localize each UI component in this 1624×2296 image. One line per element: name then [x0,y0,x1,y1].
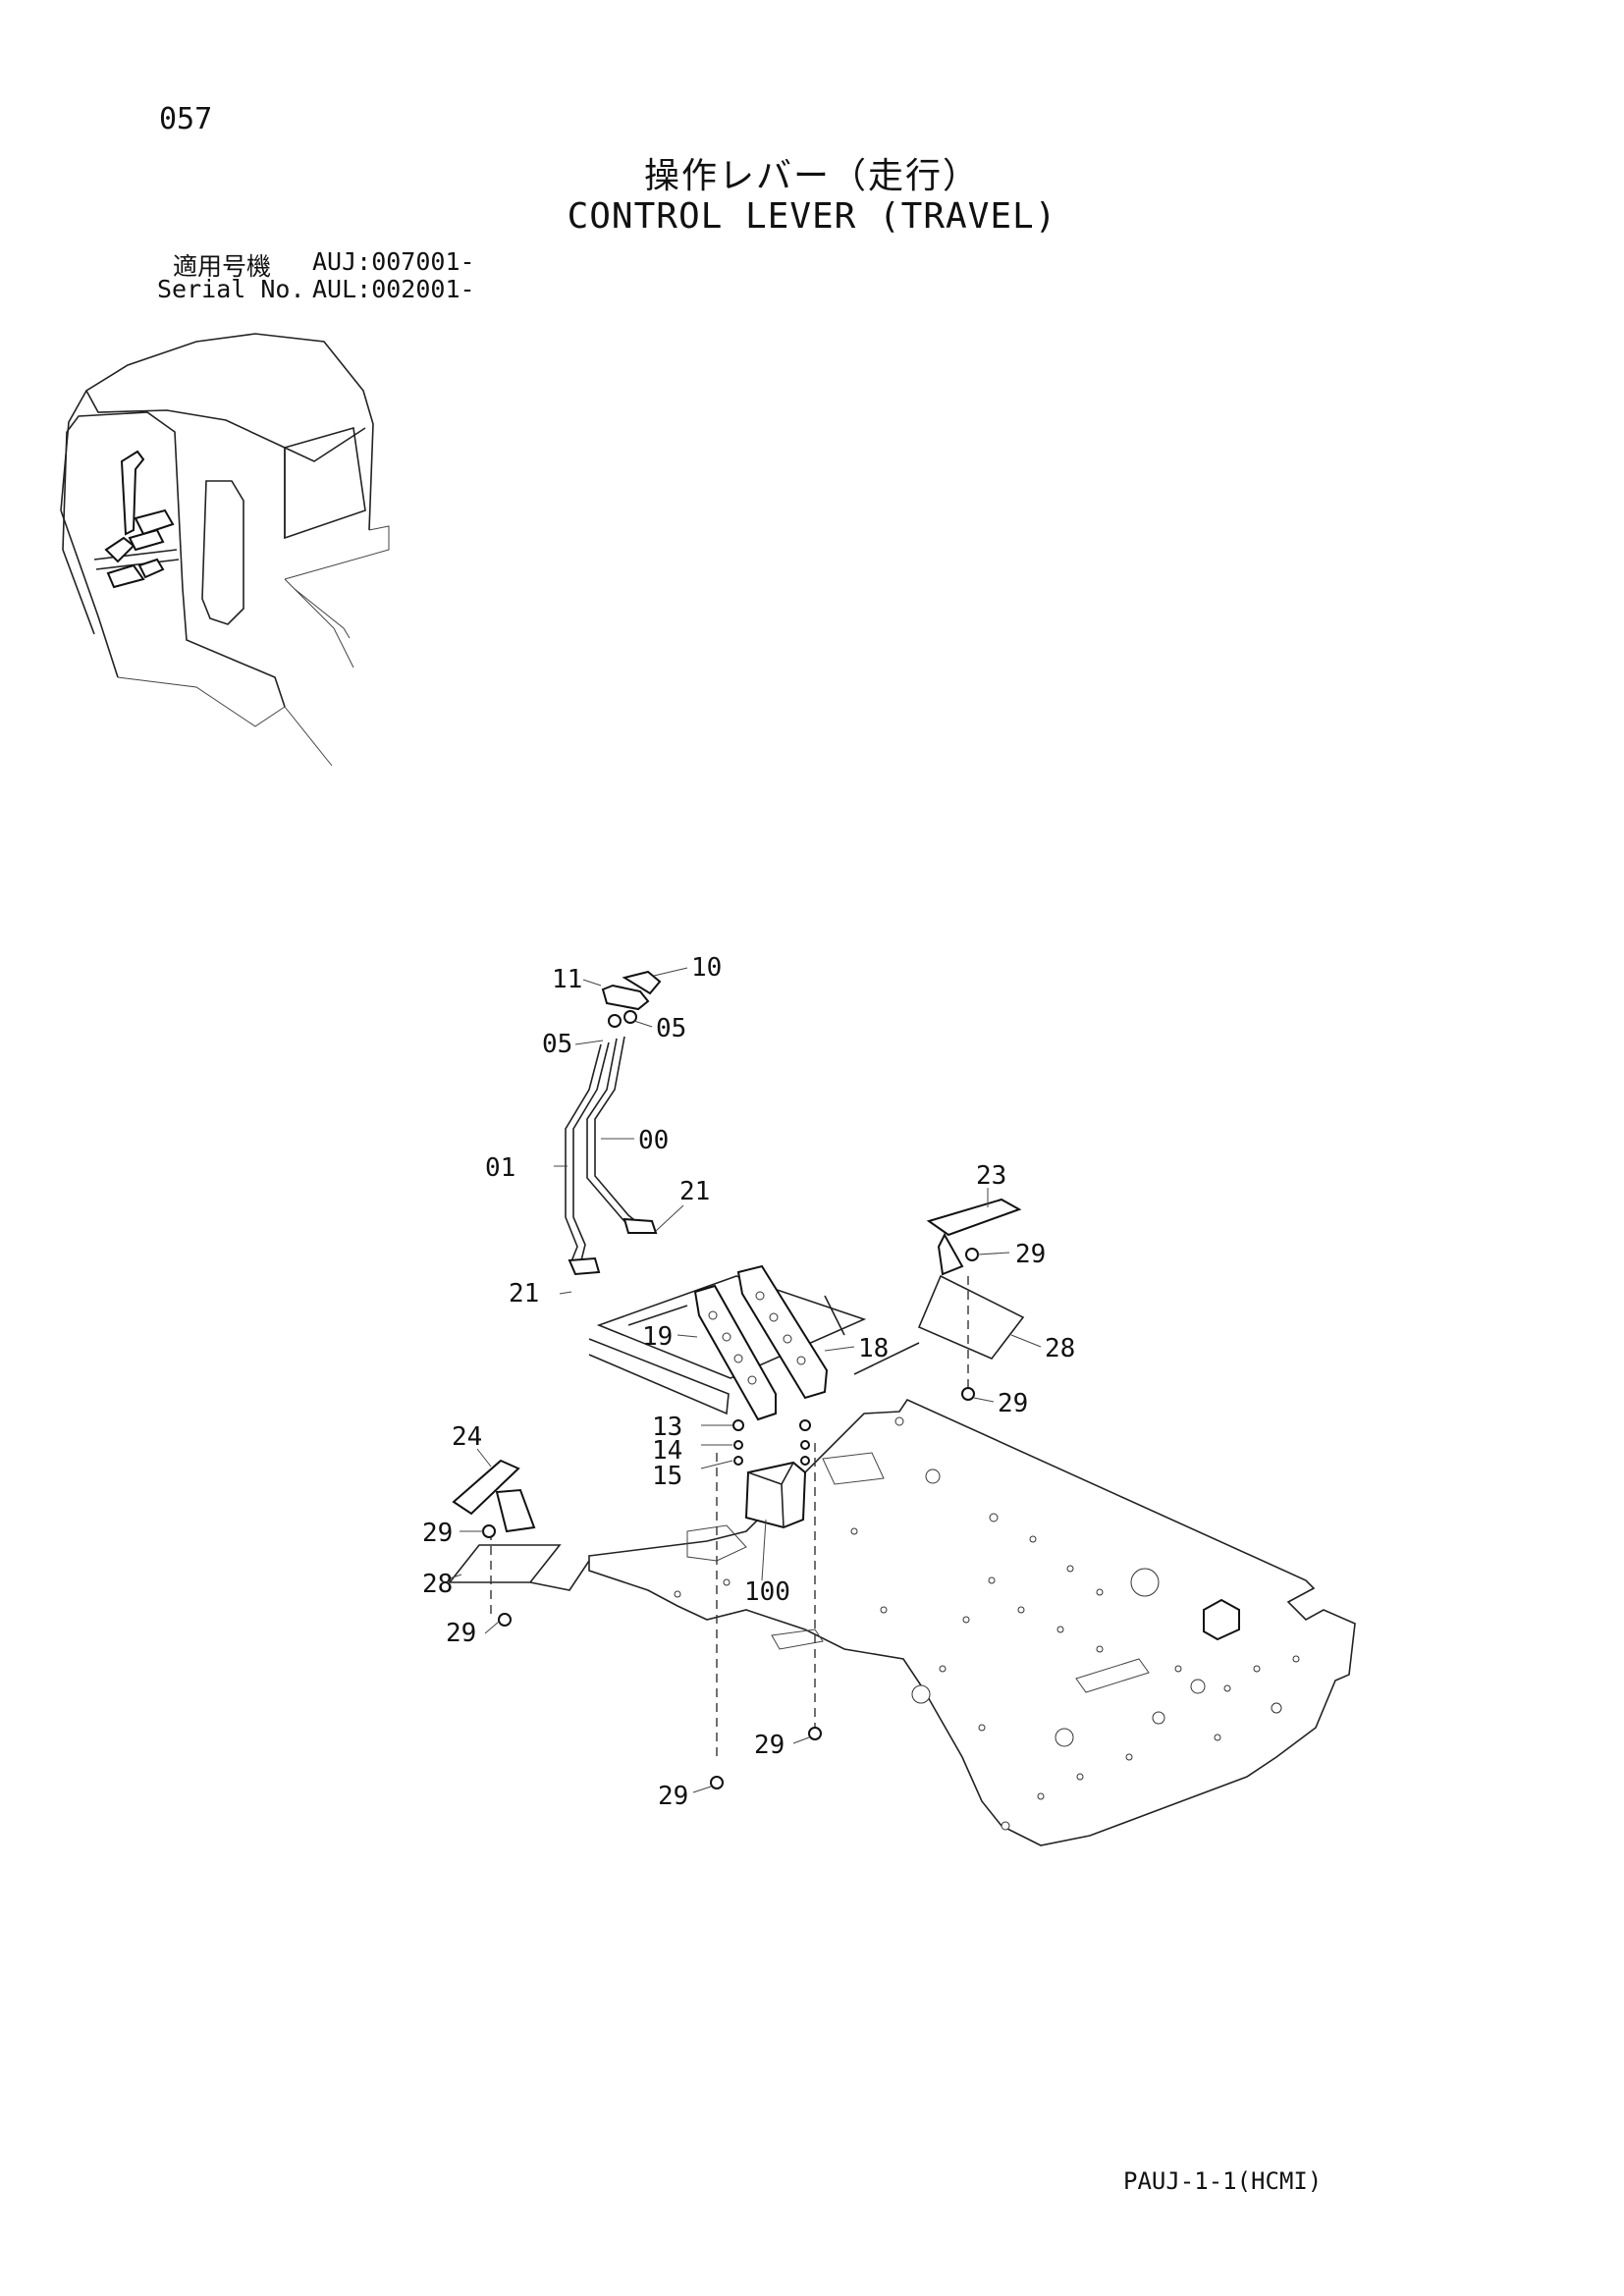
callout-23: 23 [976,1161,1006,1191]
serial-jp-value: AUJ:007001- [312,247,475,276]
cab-location-thumbnail [60,333,390,767]
callout-15: 15 [652,1462,682,1491]
travel-lever-assembly [565,970,662,1276]
callout-28-left: 28 [422,1570,453,1599]
title-japanese: 操作レバー（走行） [643,156,980,196]
left-pedal-bracket [448,1459,590,1627]
callout-29-left-lower: 29 [446,1619,476,1648]
callout-24: 24 [452,1422,482,1452]
callout-29-floor-right: 29 [754,1731,785,1760]
callout-19: 19 [642,1322,673,1352]
leader-lines [449,967,1042,1793]
callout-29-floor-left: 29 [658,1782,688,1811]
callout-21-lower: 21 [509,1279,539,1308]
callout-28-right: 28 [1045,1334,1075,1363]
page-number: 057 [159,102,213,136]
right-pedal-bracket [853,1198,1025,1401]
callout-01: 01 [485,1153,515,1183]
drawing-code: PAUJ-1-1(HCMI) [1123,2167,1323,2195]
title-english: CONTROL LEVER (TRAVEL) [567,196,1057,237]
callout-21-upper: 21 [679,1177,710,1206]
callout-labels: 11 10 05 05 00 01 21 21 23 29 28 29 19 1… [422,953,1075,1811]
callout-13: 13 [652,1413,682,1442]
callout-29-right-lower: 29 [998,1389,1028,1418]
callout-05-left: 05 [542,1030,572,1059]
callout-29-left-upper: 29 [422,1519,453,1548]
callout-00: 00 [638,1126,669,1155]
callout-100: 100 [744,1577,790,1607]
serial-en-label: Serial No. [157,275,305,303]
callout-10: 10 [691,953,722,983]
floor-plate [588,1398,1356,1846]
serial-en-value: AUL:002001- [312,275,475,303]
travel-pedals [588,1264,867,1421]
callout-11: 11 [552,965,582,994]
callout-05-right: 05 [656,1014,686,1043]
callout-18: 18 [858,1334,889,1363]
callout-14: 14 [652,1436,682,1466]
callout-29-right-upper: 29 [1015,1240,1046,1269]
pilot-valve [710,1419,822,1789]
serial-jp-label: 適用号機 [173,252,272,281]
